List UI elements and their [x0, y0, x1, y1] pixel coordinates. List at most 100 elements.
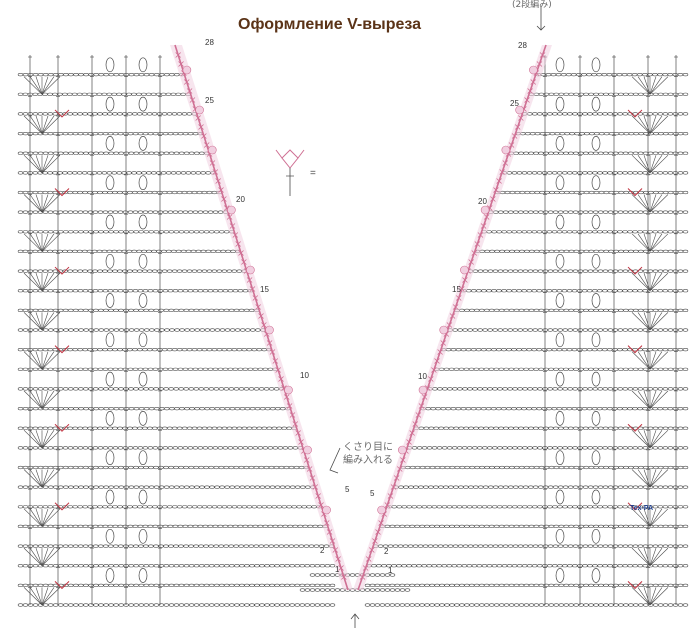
chain-stitch	[273, 465, 280, 470]
chain-stitch	[628, 92, 634, 96]
chain-stitches	[420, 407, 689, 411]
chain-stitch	[82, 289, 89, 293]
chain-stitch	[182, 524, 189, 529]
chain-stitches	[17, 348, 272, 352]
fan-stitch	[631, 194, 651, 213]
chain-stitch	[42, 112, 48, 116]
chain-stitch	[163, 544, 169, 548]
puff-cluster	[591, 175, 601, 191]
puff-cluster	[555, 293, 565, 308]
chain-stitch	[662, 328, 669, 332]
chain-stitch	[593, 308, 599, 313]
chain-stitch	[174, 485, 180, 489]
chain-stitch	[533, 426, 539, 430]
fan-stitch	[637, 587, 651, 606]
chain-stitch	[662, 72, 668, 77]
chain-stitch	[168, 387, 174, 391]
chain-stitch	[113, 564, 119, 568]
chain-stitch	[98, 465, 104, 470]
sc-x-mark	[212, 169, 219, 175]
chain-stitch	[116, 249, 123, 253]
sc-x-mark	[412, 421, 419, 427]
puff-cluster	[138, 528, 148, 544]
chain-stitch	[162, 269, 168, 273]
chain-stitch	[672, 387, 679, 391]
chain-stitch	[93, 544, 99, 548]
chain-stitch	[558, 603, 564, 607]
chain-stitch	[536, 289, 542, 293]
chain-stitch	[72, 269, 78, 273]
chain-stitch	[182, 446, 189, 450]
chain-stitch	[453, 367, 460, 371]
chain-stitch	[598, 603, 604, 607]
chain-stitch	[623, 92, 629, 96]
picot-bump	[418, 385, 428, 395]
chain-stitch	[126, 171, 132, 175]
chain-stitch	[17, 328, 24, 332]
chain-stitch	[118, 230, 124, 234]
marker-v	[54, 266, 70, 275]
chain-stitch	[444, 465, 451, 470]
chain-stitch	[309, 588, 316, 592]
chain-stitch	[542, 544, 549, 548]
chain-stitch	[556, 348, 563, 352]
chain-stitch	[499, 603, 505, 607]
chain-stitch	[73, 72, 79, 77]
chain-stitch	[465, 407, 472, 411]
chain-stitch	[116, 171, 123, 175]
chain-stitch	[603, 190, 610, 195]
chain-stitch	[607, 230, 613, 234]
chain-stitch	[92, 112, 98, 116]
puff-cluster	[591, 57, 601, 73]
fan-stitch	[41, 194, 61, 213]
fan-stitch	[23, 508, 43, 527]
chain-stitch	[637, 367, 644, 371]
sc-x-mark	[362, 565, 369, 571]
chain-stitch	[249, 308, 255, 313]
chain-stitch	[177, 367, 184, 371]
chain-stitch	[602, 505, 608, 509]
chain-stitch	[218, 387, 225, 391]
chain-stitch	[206, 269, 213, 273]
chain-stitch	[184, 485, 190, 489]
chain-stitch	[469, 603, 475, 607]
fan-stitch	[637, 312, 651, 331]
chain-stitch	[283, 465, 290, 470]
chain-stitch	[662, 465, 669, 470]
chain-stitch	[441, 564, 447, 568]
chain-stitch	[107, 348, 113, 352]
chain-stitch	[419, 583, 425, 588]
chain-stitch	[204, 564, 210, 568]
chain-stitch	[224, 583, 230, 588]
chain-stitch	[547, 505, 553, 509]
chain-stitch	[209, 230, 215, 234]
chain-stitch	[521, 171, 528, 175]
chain-stitch	[558, 524, 564, 529]
chain-stitch	[301, 505, 307, 509]
chain-stitch	[451, 564, 457, 568]
chain-stitches	[373, 544, 689, 548]
chain-stitch	[507, 387, 513, 391]
sc-x-mark	[332, 547, 339, 553]
chain-stitch	[414, 583, 420, 588]
chain-stitch	[319, 603, 326, 607]
chain-stitch	[82, 348, 88, 352]
chain-stitch	[536, 230, 543, 234]
chain-stitch	[32, 72, 39, 77]
chain-stitch	[92, 524, 99, 529]
fan-stitch	[649, 430, 657, 448]
chain-stitch	[184, 328, 190, 332]
fan-stitch	[35, 390, 43, 409]
chain-stitch	[42, 92, 48, 96]
chain-stitch	[219, 485, 225, 489]
chain-stitch	[643, 603, 649, 607]
chain-stitch	[82, 132, 89, 136]
chain-stitch	[142, 524, 149, 529]
chain-stitch	[112, 132, 119, 136]
sc-x-mark	[428, 376, 434, 382]
chain-stitch	[314, 588, 321, 592]
chain-stitch	[523, 583, 530, 588]
chain-stitch	[682, 407, 689, 411]
chain-stitch	[492, 446, 498, 450]
chain-stitch	[552, 505, 558, 509]
